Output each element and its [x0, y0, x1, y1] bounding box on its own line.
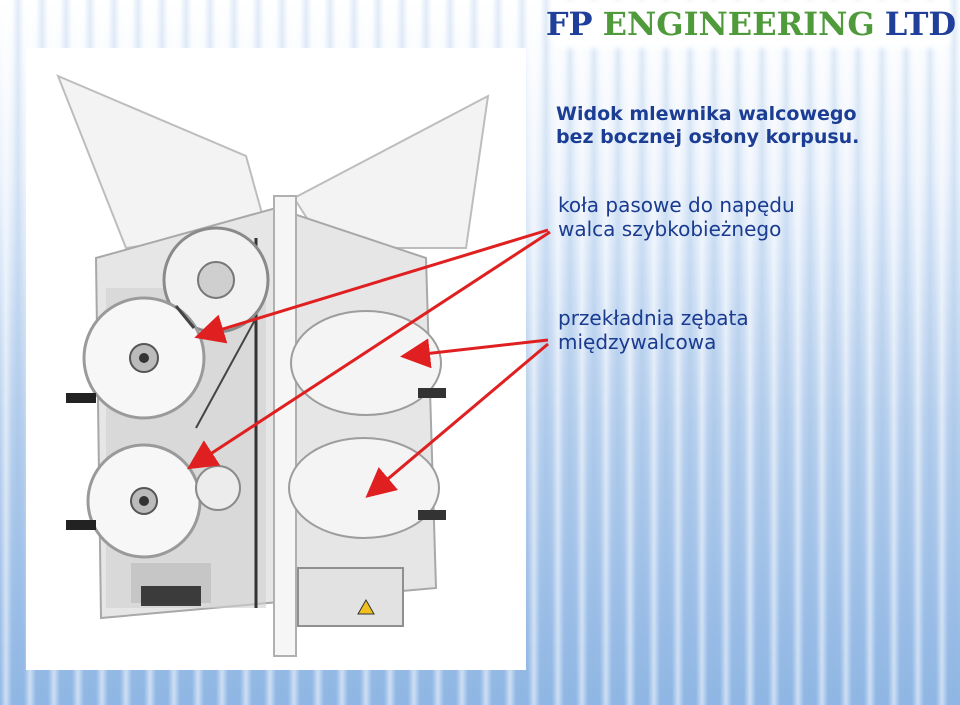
slide-title: Widok mlewnika walcowego bez bocznej osł… [556, 103, 860, 148]
annotation-belt-pulleys: koła pasowe do napędu walca szybkobieżne… [558, 193, 795, 241]
annotation-gear-transmission: przekładnia zębata międzywalcowa [558, 306, 749, 354]
logo-fp: FP [545, 5, 593, 43]
logo-engineering: ENGINEERING [602, 5, 875, 43]
logo-ltd: LTD [884, 5, 957, 43]
arrow-to-upper-pulley [194, 228, 549, 344]
arrow-to-lower-pulley [186, 230, 551, 470]
arrow-to-upper-gear [400, 338, 549, 369]
arrow-to-lower-gear [365, 342, 549, 498]
company-logo: FP ENGINEERING LTD [546, 4, 956, 44]
